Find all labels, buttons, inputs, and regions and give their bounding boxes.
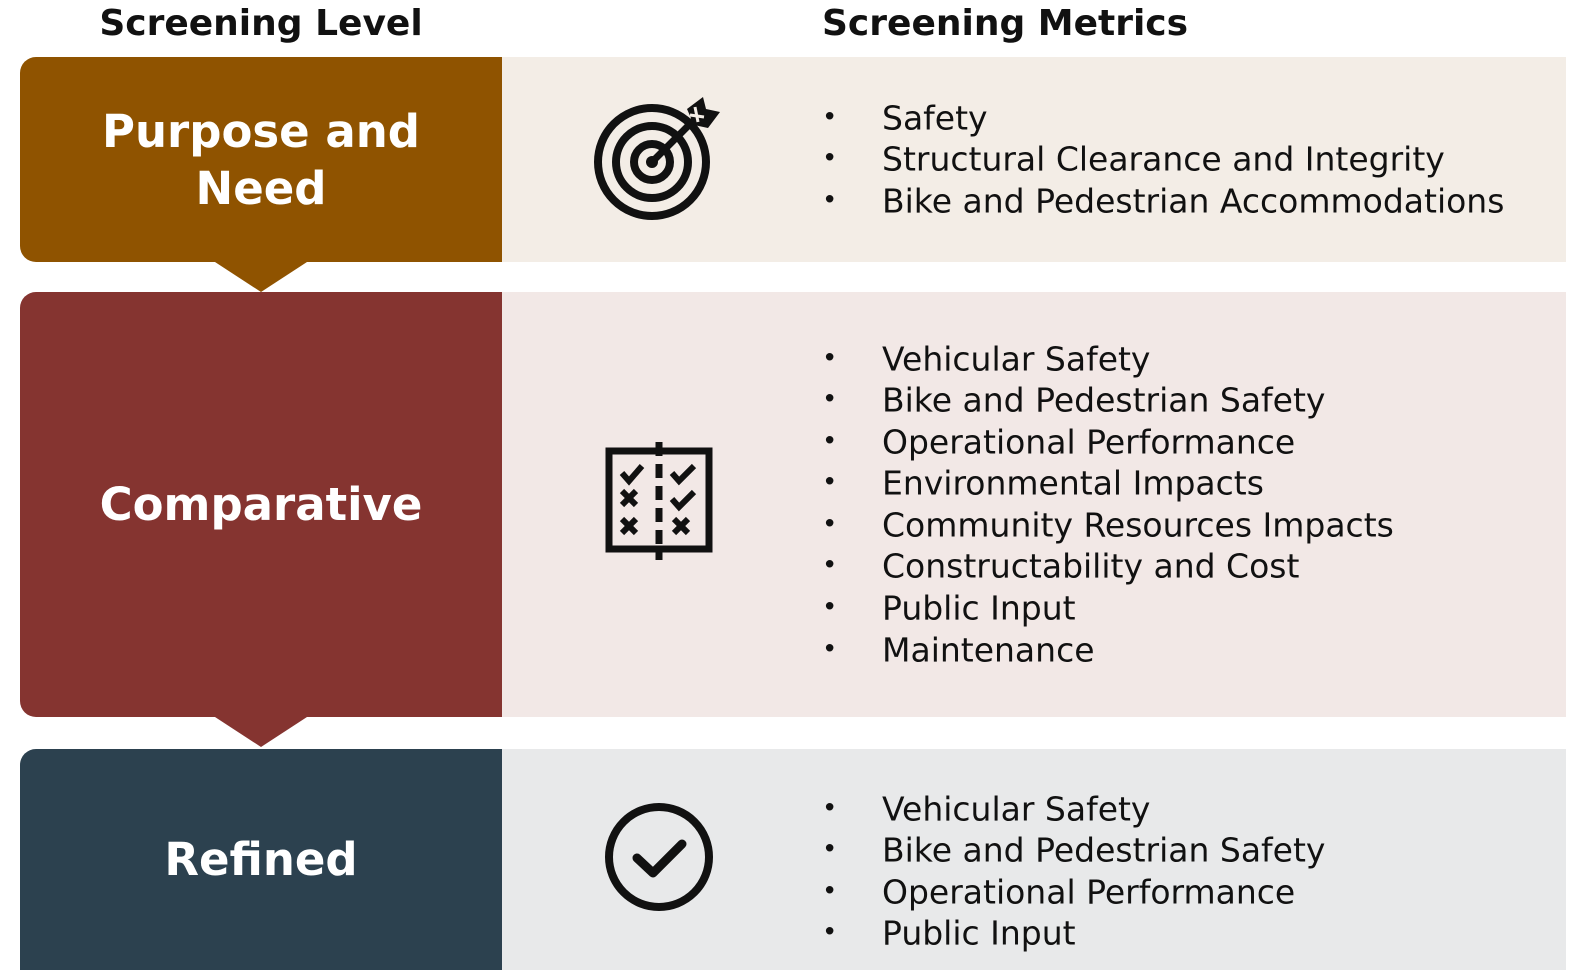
metric-item: Public Input <box>822 588 1394 630</box>
stage-comparative: Comparative Vehicular Safety Bike and Pe… <box>0 292 1573 747</box>
screening-level-header: Screening Level <box>99 3 423 44</box>
checklist-icon <box>594 440 724 570</box>
level-box: Purpose and Need <box>20 57 502 262</box>
stage-refined: Refined Vehicular Safety Bike and Pedest… <box>0 749 1573 970</box>
metrics-content: Vehicular Safety Bike and Pedestrian Saf… <box>502 749 1566 970</box>
metric-item: Safety <box>822 97 1504 139</box>
metric-item: Bike and Pedestrian Accommodations <box>822 180 1504 222</box>
metrics-content: Vehicular Safety Bike and Pedestrian Saf… <box>502 292 1566 717</box>
metric-item: Operational Performance <box>822 421 1394 463</box>
level-label: Comparative <box>99 478 423 531</box>
metric-item: Structural Clearance and Integrity <box>822 139 1504 181</box>
metric-item: Environmental Impacts <box>822 463 1394 505</box>
screening-metrics-header: Screening Metrics <box>822 3 1189 44</box>
level-box: Refined <box>20 749 502 970</box>
metric-item: Vehicular Safety <box>822 338 1394 380</box>
metric-item: Operational Performance <box>822 871 1325 913</box>
check-circle-icon <box>594 802 724 932</box>
metric-item: Vehicular Safety <box>822 788 1325 830</box>
target-icon <box>594 95 724 225</box>
metric-item: Community Resources Impacts <box>822 505 1394 547</box>
level-label: Refined <box>164 833 358 886</box>
metric-item: Bike and Pedestrian Safety <box>822 380 1394 422</box>
metric-item: Bike and Pedestrian Safety <box>822 830 1325 872</box>
metric-item: Maintenance <box>822 629 1394 671</box>
level-box: Comparative <box>20 292 502 717</box>
metric-item: Public Input <box>822 913 1325 955</box>
metrics-content: Safety Structural Clearance and Integrit… <box>502 57 1566 262</box>
metrics-list: Vehicular Safety Bike and Pedestrian Saf… <box>822 788 1325 954</box>
down-pointer-arrow <box>215 262 307 292</box>
metric-item: Constructability and Cost <box>822 546 1394 588</box>
metrics-list: Vehicular Safety Bike and Pedestrian Saf… <box>822 338 1394 671</box>
metrics-list: Safety Structural Clearance and Integrit… <box>822 97 1504 222</box>
down-pointer-arrow <box>215 717 307 747</box>
level-label: Purpose and Need <box>102 104 420 215</box>
stage-purpose-and-need: Purpose and Need Safety Structural Clear… <box>0 57 1573 292</box>
